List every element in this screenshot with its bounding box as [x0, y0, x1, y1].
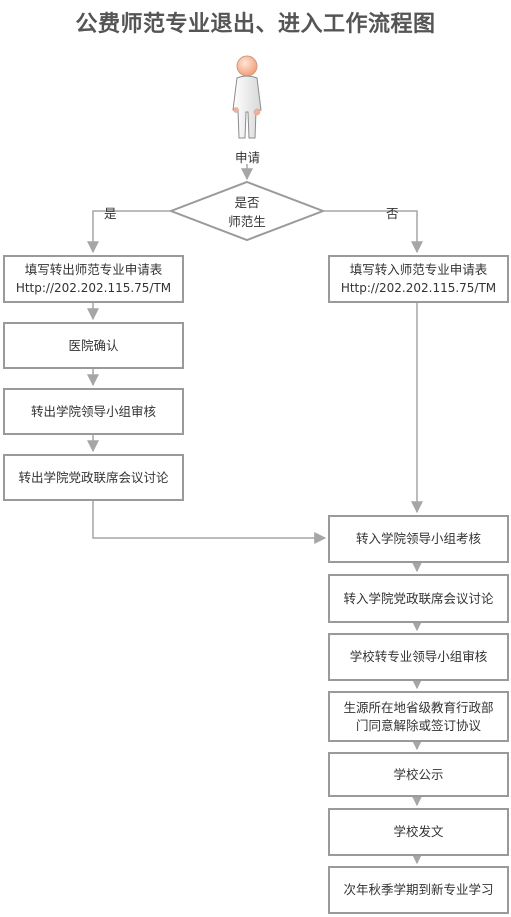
school-review-box: 学校转专业领导小组审核	[328, 633, 509, 681]
new-major-study-label: 次年秋季学期到新专业学习	[343, 882, 494, 897]
decision-text: 是否 师范生	[197, 193, 297, 231]
incoming-discussion-box: 转入学院党政联席会议讨论	[328, 574, 509, 623]
outgoing-review-box: 转出学院领导小组审核	[3, 388, 184, 435]
outgoing-review-label: 转出学院领导小组审核	[30, 403, 156, 419]
decision-line-2: 师范生	[228, 214, 266, 229]
incoming-assessment-label: 转入学院领导小组考核	[355, 531, 481, 546]
page-title: 公费师范专业退出、进入工作流程图	[75, 12, 436, 37]
yes-label: 是	[104, 206, 117, 221]
provincial-approval-box: 生源所在地省级教育行政部 门同意解除或签订协议	[328, 691, 509, 742]
new-major-study-box: 次年秋季学期到新专业学习	[328, 866, 509, 914]
school-document-box: 学校发文	[328, 808, 509, 856]
incoming-discussion-label: 转入学院党政联席会议讨论	[343, 590, 494, 606]
school-publicity-box: 学校公示	[328, 752, 509, 797]
right-apply-form-title: 填写转入师范专业申请表	[349, 262, 488, 277]
hospital-confirm-label: 医院确认	[68, 337, 119, 353]
school-document-label: 学校发文	[393, 824, 444, 839]
hospital-confirm-box: 医院确认	[3, 322, 184, 369]
left-apply-form-url: Http://202.202.115.75/TM	[15, 281, 172, 295]
right-apply-form-url: Http://202.202.115.75/TM	[340, 281, 497, 295]
start-label: 申请	[235, 150, 261, 165]
outgoing-discussion-box: 转出学院党政联席会议讨论	[3, 454, 184, 501]
provincial-approval-line-2: 门同意解除或签订协议	[355, 717, 481, 733]
decision-line-1: 是否	[234, 195, 260, 210]
decision-diamond	[168, 180, 326, 242]
school-publicity-label: 学校公示	[393, 766, 444, 782]
person-icon	[232, 55, 262, 139]
school-review-label: 学校转专业领导小组审核	[349, 649, 488, 664]
left-apply-form-title: 填写转出师范专业申请表	[24, 262, 163, 277]
provincial-approval-line-1: 生源所在地省级教育行政部	[343, 699, 494, 715]
no-label: 否	[386, 206, 399, 221]
right-apply-form-box: 填写转入师范专业申请表 Http://202.202.115.75/TM	[328, 255, 509, 303]
incoming-assessment-box: 转入学院领导小组考核	[328, 515, 509, 563]
left-apply-form-box: 填写转出师范专业申请表 Http://202.202.115.75/TM	[3, 255, 184, 303]
outgoing-discussion-label: 转出学院党政联席会议讨论	[18, 469, 169, 485]
